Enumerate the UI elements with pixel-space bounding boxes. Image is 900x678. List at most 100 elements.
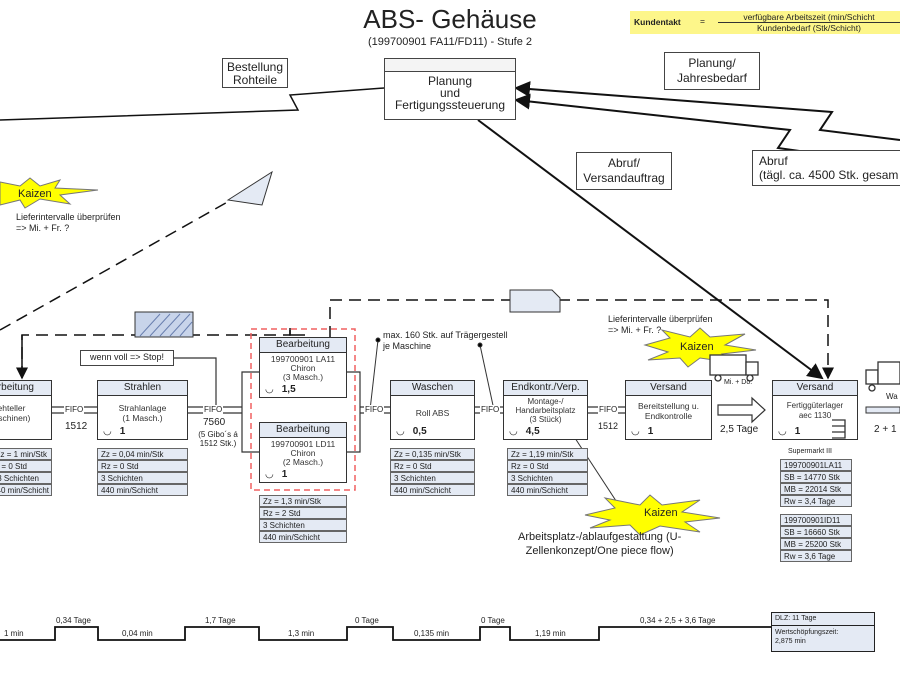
operator: ◡1 <box>103 426 125 437</box>
dlz-value: DLZ: 11 Tage <box>772 613 874 626</box>
operator-icon: ◡ <box>103 426 112 437</box>
formula-label: Kundentakt <box>634 17 681 27</box>
operator-icon: ◡ <box>265 469 274 480</box>
table-cell: SB = 14770 Stk <box>780 471 852 483</box>
operator-count: 1,5 <box>281 384 296 395</box>
timeline-wait-time: 0 Tage <box>481 616 505 625</box>
operator-count: 1 <box>794 426 801 437</box>
table-cell: 440 min/Schicht <box>97 484 188 496</box>
kaizen-label: Kaizen <box>680 341 714 353</box>
table-cell: 440 min/Schicht <box>390 484 475 496</box>
formula-numerator: verfügbare Arbeitszeit (min/Schicht <box>718 12 900 23</box>
info-flow-bestellung <box>0 87 385 121</box>
kundentakt-formula: Kundentakt = verfügbare Arbeitszeit (min… <box>630 11 900 34</box>
table-cell: Rz = 0 Std <box>507 460 588 472</box>
process-body: Roll ABS <box>415 408 450 418</box>
operator: ◡1,5 <box>265 384 296 395</box>
timeline-process-time: 0,04 min <box>122 629 153 638</box>
process-box-endkontrolle: Endkontr./Verp.Montage-/ Handarbeitsplat… <box>503 380 588 440</box>
inventory-a: 1512 <box>65 421 88 432</box>
right-edge-flow-bar <box>865 406 900 414</box>
kaizen-label: Kaizen <box>644 507 678 519</box>
table-cell: 440 min/Schicht <box>259 531 347 543</box>
table-cell: SB = 16660 Stk <box>780 526 852 538</box>
kaizen-label: Kaizen <box>18 188 52 200</box>
operator-icon: ◡ <box>631 426 640 437</box>
table-cell: 3 Schichten <box>0 472 52 484</box>
table-cell: Zz = 1,19 min/Stk <box>507 448 588 460</box>
table-cell: 3 Schichten <box>97 472 188 484</box>
process-title: Versand <box>773 381 857 396</box>
operator: ◡1 <box>778 426 800 437</box>
note-left-kaizen: Lieferintervalle überprüfen => Mi. + Fr.… <box>16 212 121 233</box>
process-title: Strahlen <box>98 381 187 396</box>
truck-icon <box>709 354 759 382</box>
lead-time-summary: DLZ: 11 Tage Wertschöpfungszeit: 2,875 m… <box>771 612 875 652</box>
timeline-wait-time: 0,34 + 2,5 + 3,6 Tage <box>640 616 716 625</box>
process-title: Bearbeitung <box>260 423 346 438</box>
delivery-days: Mi. + Do. <box>724 379 753 386</box>
timeline-process-time: 0,135 min <box>414 629 450 638</box>
push-arrow-icon <box>717 396 766 424</box>
process-body: Strahlanlage (1 Masch.) <box>118 403 167 423</box>
table-cell: 3 Schichten <box>507 472 588 484</box>
operator-count: 1 <box>281 469 288 480</box>
table-cell: Rz = 0 Std <box>97 460 188 472</box>
kanban-dashed-line <box>329 299 834 380</box>
table-cell: Zz = 0,04 min/Stk <box>97 448 188 460</box>
info-flow-jahresbedarf <box>514 81 900 141</box>
table-cell: MB = 22014 Stk <box>780 483 852 495</box>
operator-icon: ◡ <box>509 426 518 437</box>
kaizen-burst-left <box>0 177 99 209</box>
fifo-lane: FIFO <box>364 405 385 414</box>
versandauftrag-box: Abruf/ Versandauftrag <box>576 152 672 190</box>
kaizen-burst-mid <box>584 494 721 536</box>
process-box-bearbeitung-drehteller: BearbeitungDrehteller (Maschinen)◡1 <box>0 380 52 440</box>
planung-box: Planung und Fertigungssteuerung <box>384 58 516 120</box>
process-title: Bearbeitung <box>260 338 346 353</box>
formula-eq: = <box>700 16 705 26</box>
process-body: Drehteller (Maschinen) <box>0 403 31 423</box>
wenn-voll-note: wenn voll => Stop! <box>80 350 174 366</box>
table-cell: 199700901ID11 <box>780 514 852 526</box>
table-cell: 199700901LA11 <box>780 459 852 471</box>
fifo-lane: FIFO <box>64 405 85 414</box>
operator-icon: ◡ <box>778 426 787 437</box>
operator: ◡1 <box>265 469 287 480</box>
kanban-dashed-line <box>0 194 241 331</box>
process-body: 199700901 LA11 Chiron (3 Masch.) <box>270 354 336 382</box>
kanban-post-icon <box>226 170 273 206</box>
inventory-b: 7560 <box>203 417 226 428</box>
timeline-wait-time: 0,34 Tage <box>56 616 91 625</box>
table-cell: 440 min/Schicht <box>507 484 588 496</box>
machining-group-outline <box>250 328 356 491</box>
timeline-wait-time: 0 Tage <box>355 616 379 625</box>
note-right-kaizen: Lieferintervalle überprüfen => Mi. + Fr.… <box>608 314 713 335</box>
table-cell: 3 Schichten <box>259 519 347 531</box>
page-subtitle: (199700901 FA11/FD11) - Stufe 2 <box>367 36 533 48</box>
planung-box-header <box>385 59 515 72</box>
kaizen-burst-right <box>643 327 757 368</box>
jahresbedarf-box: Planung/ Jahresbedarf <box>664 52 760 90</box>
table-cell: Zz = 1,3 min/Stk <box>259 495 347 507</box>
info-flow-versandauftrag <box>477 119 824 380</box>
table-cell: Zz = 1 min/Stk <box>0 448 52 460</box>
value-added-time: Wertschöpfungszeit: 2,875 min <box>775 629 839 645</box>
withdrawal-kanban-icon <box>134 311 194 338</box>
table-cell: Rz = 2 Std <box>259 507 347 519</box>
abruf-box: Abruf (tägl. ca. 4500 Stk. gesam <box>752 150 900 186</box>
timeline-process-time: 1 min <box>4 629 24 638</box>
formula-denominator: Kundenbedarf (Stk/Schicht) <box>757 23 861 33</box>
